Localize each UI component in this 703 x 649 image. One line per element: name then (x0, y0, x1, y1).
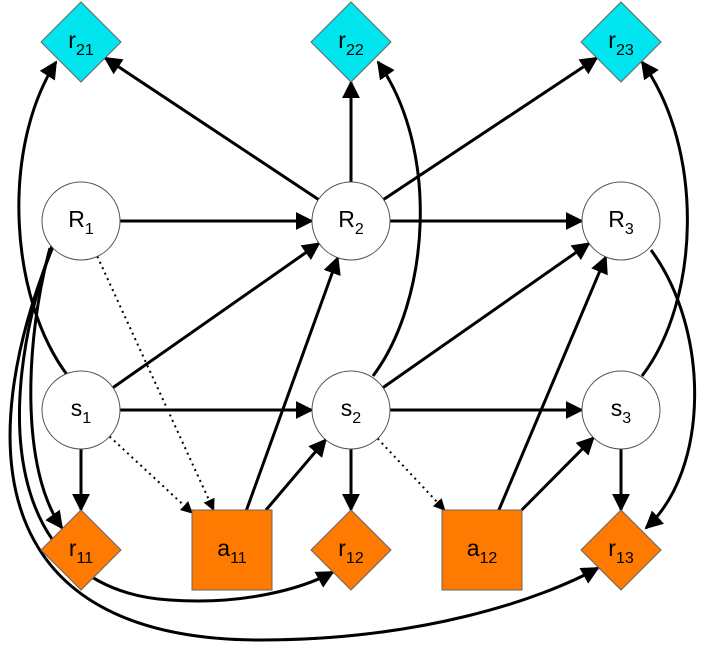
node-r13-shape (580, 509, 662, 591)
edge-a12-to-s3 (520, 436, 595, 512)
node-r21-label: r21 (68, 27, 94, 59)
node-a12-label-base: a (467, 535, 480, 561)
node-R2-label: R2 (338, 206, 364, 238)
node-s3-label-base: s (611, 395, 623, 421)
node-a12: a12 (441, 509, 523, 591)
node-r22-label-sub: 22 (346, 42, 364, 59)
node-r21-shape (40, 1, 122, 83)
node-r13-label-sub: 13 (616, 550, 634, 567)
node-s1-label: s1 (71, 395, 92, 427)
edge-s1-to-a11 (108, 435, 193, 514)
node-r11-label-sub: 11 (77, 550, 94, 567)
edge-R1-to-r13 (8, 243, 600, 642)
edge-s1-to-R2 (112, 242, 321, 389)
node-s3-label-sub: 3 (622, 410, 631, 427)
node-r12-label-sub: 12 (346, 550, 364, 567)
node-r12-label: r12 (338, 535, 364, 567)
node-s2-label: s2 (341, 395, 362, 427)
node-r21-label-base: r (68, 27, 76, 53)
node-r23-label-base: r (608, 27, 616, 53)
node-R3: R3 (581, 181, 661, 261)
node-R2: R2 (311, 181, 391, 261)
node-R1-label-sub: 1 (85, 221, 94, 238)
node-s3-label: s3 (611, 395, 632, 427)
node-R3-shape (581, 181, 661, 261)
edge-s1-to-r21 (17, 60, 70, 377)
node-R3-label-sub: 3 (625, 221, 634, 238)
node-a11: a11 (191, 509, 273, 591)
edge-a11-to-R2 (245, 256, 341, 511)
node-s1: s1 (41, 370, 121, 450)
edge-R1-to-r11 (29, 247, 64, 530)
edge-s3-to-r23 (640, 60, 689, 377)
node-s1-label-base: s (71, 395, 83, 421)
node-r11: r11 (40, 509, 122, 591)
node-R1-label: R1 (68, 206, 94, 238)
node-R1-label-base: R (68, 206, 85, 232)
node-a11-label: a11 (217, 535, 247, 567)
node-r21-label-sub: 21 (76, 42, 94, 59)
node-a11-shape (191, 509, 273, 591)
edge-a11-to-s2 (264, 438, 327, 511)
node-r22-label-base: r (338, 27, 346, 53)
edge-R1-to-a11 (96, 255, 215, 512)
edge-R2-to-r21 (103, 56, 320, 201)
node-R2-label-sub: 2 (355, 221, 364, 238)
node-r13-label-base: r (608, 535, 616, 561)
node-r23-label: r23 (608, 27, 634, 59)
node-s1-shape (41, 370, 121, 450)
edge-R3-to-r13 (644, 249, 697, 530)
node-r11-shape (40, 509, 122, 591)
node-r23-label-sub: 23 (616, 42, 634, 59)
node-r11-label: r11 (69, 535, 93, 567)
node-a11-label-base: a (217, 535, 230, 561)
node-R1: R1 (41, 181, 121, 261)
edge-R2-to-r23 (382, 56, 599, 201)
node-r12: r12 (310, 509, 392, 591)
edge-s2-to-R3 (382, 242, 591, 389)
node-R2-label-base: R (338, 206, 355, 232)
node-s3-shape (581, 370, 661, 450)
node-s3: s3 (581, 370, 661, 450)
node-s2: s2 (311, 370, 391, 450)
node-r22-label: r22 (338, 27, 364, 59)
node-r23: r23 (580, 1, 662, 83)
node-r22-shape (310, 1, 392, 83)
node-r22: r22 (310, 1, 392, 83)
node-s1-label-sub: 1 (82, 410, 91, 427)
edge-a12-to-R3 (497, 255, 608, 511)
edge-R1-to-r12 (18, 245, 335, 603)
edge-s2-to-a12 (376, 437, 446, 511)
node-a12-label-sub: 12 (480, 550, 498, 567)
node-s2-label-base: s (341, 395, 353, 421)
node-r13: r13 (580, 509, 662, 591)
node-r21: r21 (40, 1, 122, 83)
node-r12-label-base: r (338, 535, 346, 561)
node-s2-label-sub: 2 (352, 410, 361, 427)
node-R3-label: R3 (608, 206, 634, 238)
edge-s2-to-r22 (371, 60, 422, 377)
node-R1-shape (41, 181, 121, 261)
node-a11-label-sub: 11 (230, 550, 247, 567)
node-s2-shape (311, 370, 391, 450)
node-r13-label: r13 (608, 535, 634, 567)
node-r11-label-base: r (69, 535, 77, 561)
node-R3-label-base: R (608, 206, 625, 232)
edges-layer (8, 56, 697, 642)
node-a12-shape (441, 509, 523, 591)
node-R2-shape (311, 181, 391, 261)
node-r12-shape (310, 509, 392, 591)
node-r23-shape (580, 1, 662, 83)
node-a12-label: a12 (467, 535, 498, 567)
